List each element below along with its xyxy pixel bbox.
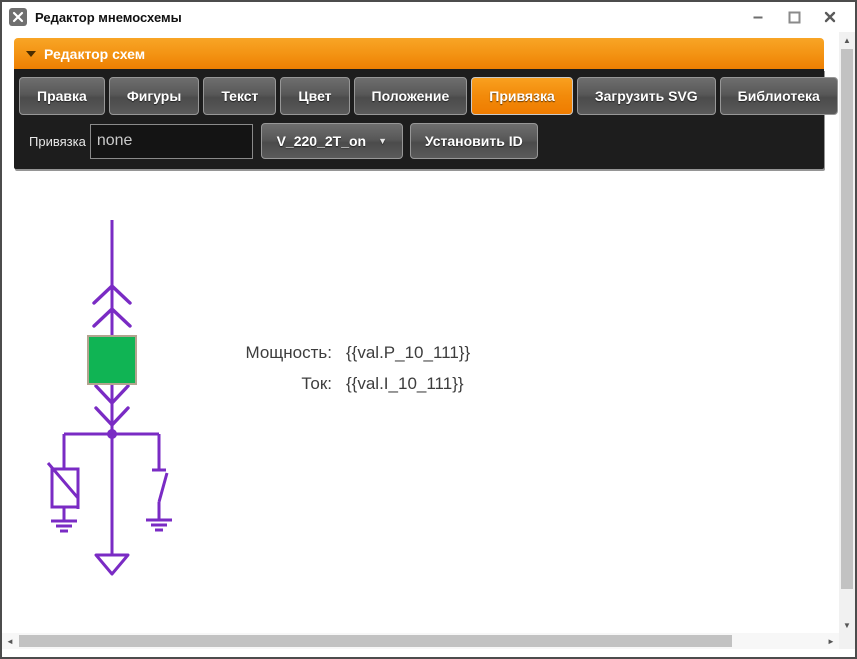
close-icon (824, 11, 836, 23)
binding-label: Привязка (29, 133, 86, 149)
close-button[interactable] (819, 6, 841, 28)
maximize-icon (788, 11, 800, 23)
breaker-device[interactable] (87, 335, 137, 385)
value-readout: Мощность: {{val.P_10_111}} Ток: {{val.I_… (152, 337, 470, 399)
set-id-button[interactable]: Установить ID (409, 123, 538, 159)
binding-id-input[interactable] (89, 123, 253, 159)
down-arrows-icon[interactable] (94, 384, 130, 427)
app-icon (9, 8, 27, 26)
scroll-left-arrow-icon[interactable]: ◄ (6, 636, 14, 646)
tab-privyazka[interactable]: Привязка (471, 77, 573, 115)
tab-polozhenie[interactable]: Положение (353, 77, 468, 115)
tab-zagruzit-svg[interactable]: Загрузить SVG (576, 77, 716, 115)
window-title: Редактор мнемосхемы (35, 9, 182, 25)
surge-arrester-branch[interactable] (46, 434, 80, 533)
tab-tsvet[interactable]: Цвет (280, 77, 350, 115)
collapse-triangle-icon (26, 50, 36, 57)
window-controls (747, 6, 849, 28)
scrollbar-corner (839, 633, 855, 649)
chevron-down-icon: ▼ (378, 136, 388, 146)
vertical-scrollbar-thumb[interactable] (841, 49, 853, 589)
horizontal-scrollbar[interactable]: ◄ ► (2, 633, 839, 649)
schema-editor-header[interactable]: Редактор схем (14, 38, 824, 69)
toolbar-panel: Правка Фигуры Текст Цвет Положение Привя… (14, 69, 838, 169)
schema-editor-title: Редактор схем (44, 45, 146, 62)
drawing-canvas[interactable]: Мощность: {{val.P_10_111}} Ток: {{val.I_… (2, 172, 839, 633)
vertical-scrollbar[interactable]: ▲ ▼ (839, 32, 855, 633)
binding-row: Привязка V_220_2T_on ▼ Установить ID (19, 123, 819, 159)
current-value[interactable]: {{val.I_10_111}} (346, 374, 464, 393)
crossed-tools-icon (12, 11, 24, 23)
power-row: Мощность: {{val.P_10_111}} (152, 337, 470, 368)
up-arrows-icon[interactable] (92, 284, 132, 328)
titlebar: Редактор мнемосхемы (2, 2, 855, 32)
scroll-right-arrow-icon[interactable]: ► (827, 636, 835, 646)
schematic-svg (46, 220, 172, 576)
maximize-button[interactable] (783, 6, 805, 28)
toolbar-tabs: Правка Фигуры Текст Цвет Положение Привя… (19, 77, 838, 115)
current-row: Ток: {{val.I_10_111}} (152, 368, 470, 399)
power-value[interactable]: {{val.P_10_111}} (346, 343, 471, 362)
horizontal-scrollbar-thumb[interactable] (19, 635, 732, 647)
signal-dropdown[interactable]: V_220_2T_on ▼ (260, 123, 403, 159)
minimize-icon (753, 16, 763, 19)
tab-pravka[interactable]: Правка (19, 77, 105, 115)
scroll-up-arrow-icon[interactable]: ▲ (843, 35, 851, 45)
tab-tekst[interactable]: Текст (203, 77, 277, 115)
arrester-diagonal (46, 462, 80, 509)
editor-panel: Редактор схем Правка Фигуры Текст Цвет П… (14, 38, 838, 169)
bottom-arrow-icon[interactable] (94, 553, 130, 576)
minimize-button[interactable] (747, 6, 769, 28)
arrester-body[interactable] (50, 467, 80, 509)
disconnector-blade (157, 472, 169, 503)
content-area: Редактор схем Правка Фигуры Текст Цвет П… (2, 32, 855, 657)
circuit-lines[interactable] (46, 220, 172, 576)
current-label[interactable]: Ток: (301, 374, 332, 393)
disconnector-branch[interactable] (146, 434, 172, 532)
signal-dropdown-value: V_220_2T_on (276, 133, 367, 149)
tab-biblioteka[interactable]: Библиотека (719, 77, 838, 115)
scroll-down-arrow-icon[interactable]: ▼ (843, 620, 851, 630)
tab-figury[interactable]: Фигуры (108, 77, 200, 115)
power-label[interactable]: Мощность: (245, 343, 332, 362)
junction-dot (107, 429, 117, 439)
